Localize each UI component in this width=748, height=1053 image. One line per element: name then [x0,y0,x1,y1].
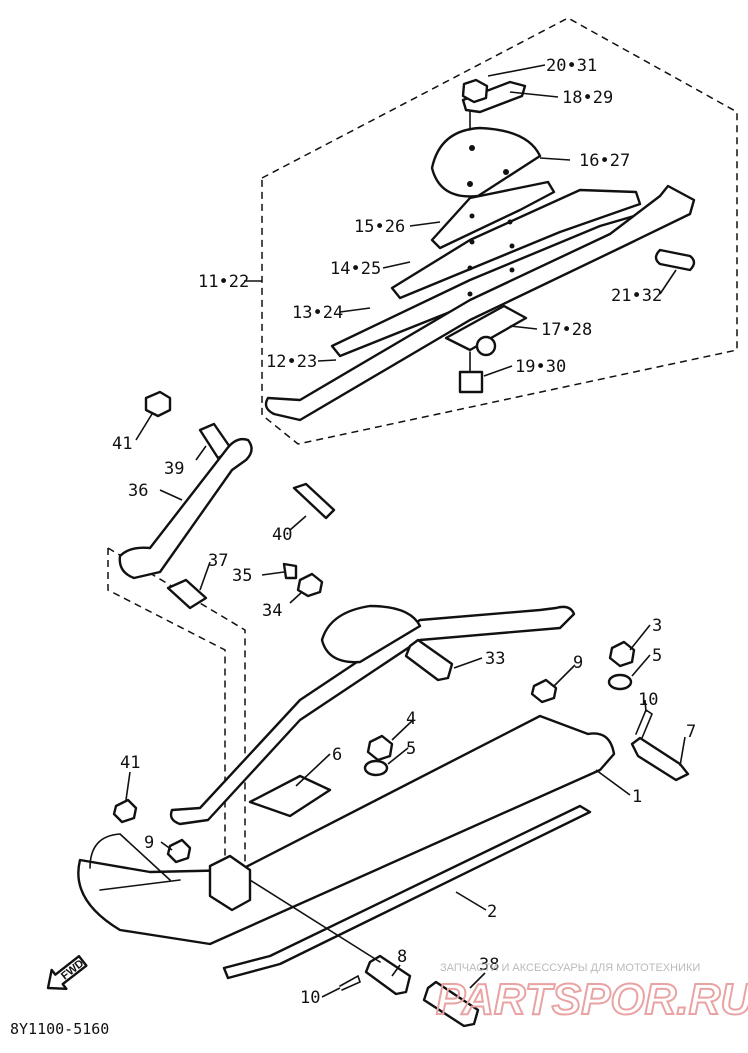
label-41-bottom: 41 [120,753,140,773]
label-35: 35 [232,566,252,586]
label-16-27: 16•27 [579,151,630,171]
spring-collar [654,248,696,272]
nut-9b [166,838,192,864]
nut-9a [530,678,558,704]
label-5-right: 5 [652,646,662,666]
watermark-brand: PARTSPOR.RU [436,975,748,1024]
label-14-25: 14•25 [330,259,381,279]
nut-3 [608,640,636,668]
label-15-26: 15•26 [354,217,405,237]
label-10-right: 10 [638,690,658,710]
callout-labels: 20•31 18•29 16•27 15•26 14•25 11•22 21•3… [112,56,696,1008]
shock-pin [282,562,298,580]
clamp-nut [461,78,489,104]
nut-41b [112,798,138,824]
washer-5a [607,673,633,691]
label-17-28: 17•28 [541,320,592,340]
ski-bracket [208,854,252,912]
label-10-bottom: 10 [300,988,320,1008]
forward-arrow: FWD [46,954,88,991]
label-33: 33 [485,649,505,669]
label-9-right: 9 [573,653,583,673]
mounted-leaf-spring [169,605,576,826]
washer-5b [363,759,389,777]
label-37: 37 [208,551,228,571]
shock-sleeve [166,578,208,610]
label-2: 2 [487,902,497,922]
mounted-spring-seat [320,604,422,664]
shock-nut-bottom [296,572,324,598]
label-21-32: 21•32 [611,286,662,306]
cotter-pin-10b [339,974,361,991]
spring-bracket [248,774,332,818]
label-11-22: 11•22 [198,272,249,292]
label-8: 8 [397,947,407,967]
ski-runner [222,804,592,980]
label-39: 39 [164,459,184,479]
spring-leaf-15 [430,180,556,250]
bottom-plate [444,304,528,352]
label-4: 4 [406,709,416,729]
leaf-spring-exploded [264,78,696,422]
label-13-24: 13•24 [292,303,343,323]
label-5-center: 5 [406,739,416,759]
watermark-caption: ЗАПЧАСТИ И АКСЕССУАРЫ ДЛЯ МОТОТЕХНИКИ [440,962,700,974]
label-12-23: 12•23 [266,352,317,372]
spring-leaf-14 [390,188,642,300]
shock-bolt [292,482,336,520]
drawing-code: 8Y1100-5160 [10,1020,109,1038]
cotter-pin-10a [635,708,653,739]
shock-link-outline [107,547,246,885]
ski-tip-handle [89,833,181,891]
shock-group [118,390,336,610]
leader-lines [125,64,686,998]
label-1: 1 [632,787,642,807]
label-6: 6 [332,745,342,765]
ski-assembly [77,604,690,1028]
clamp-plate [461,80,527,114]
label-41-top: 41 [112,434,132,454]
ski-bolt-38 [422,980,480,1028]
label-9-left: 9 [144,833,154,853]
label-38: 38 [479,955,499,975]
label-18-29: 18•29 [562,88,613,108]
spring-leaf-12 [264,184,696,422]
label-19-30: 19•30 [515,357,566,377]
nut-4 [366,734,394,762]
label-34: 34 [262,601,282,621]
center-bolt [458,370,484,394]
shock-nut-top [144,390,172,418]
label-36: 36 [128,481,148,501]
spring-seat [430,126,542,198]
ski-bolt-33 [404,638,454,682]
label-3: 3 [652,616,662,636]
label-7: 7 [686,722,696,742]
ski-bolt-7 [630,736,690,782]
ski-bolt-8 [364,954,412,996]
label-40: 40 [272,525,292,545]
shock-body [118,437,253,580]
label-20-31: 20•31 [546,56,597,76]
